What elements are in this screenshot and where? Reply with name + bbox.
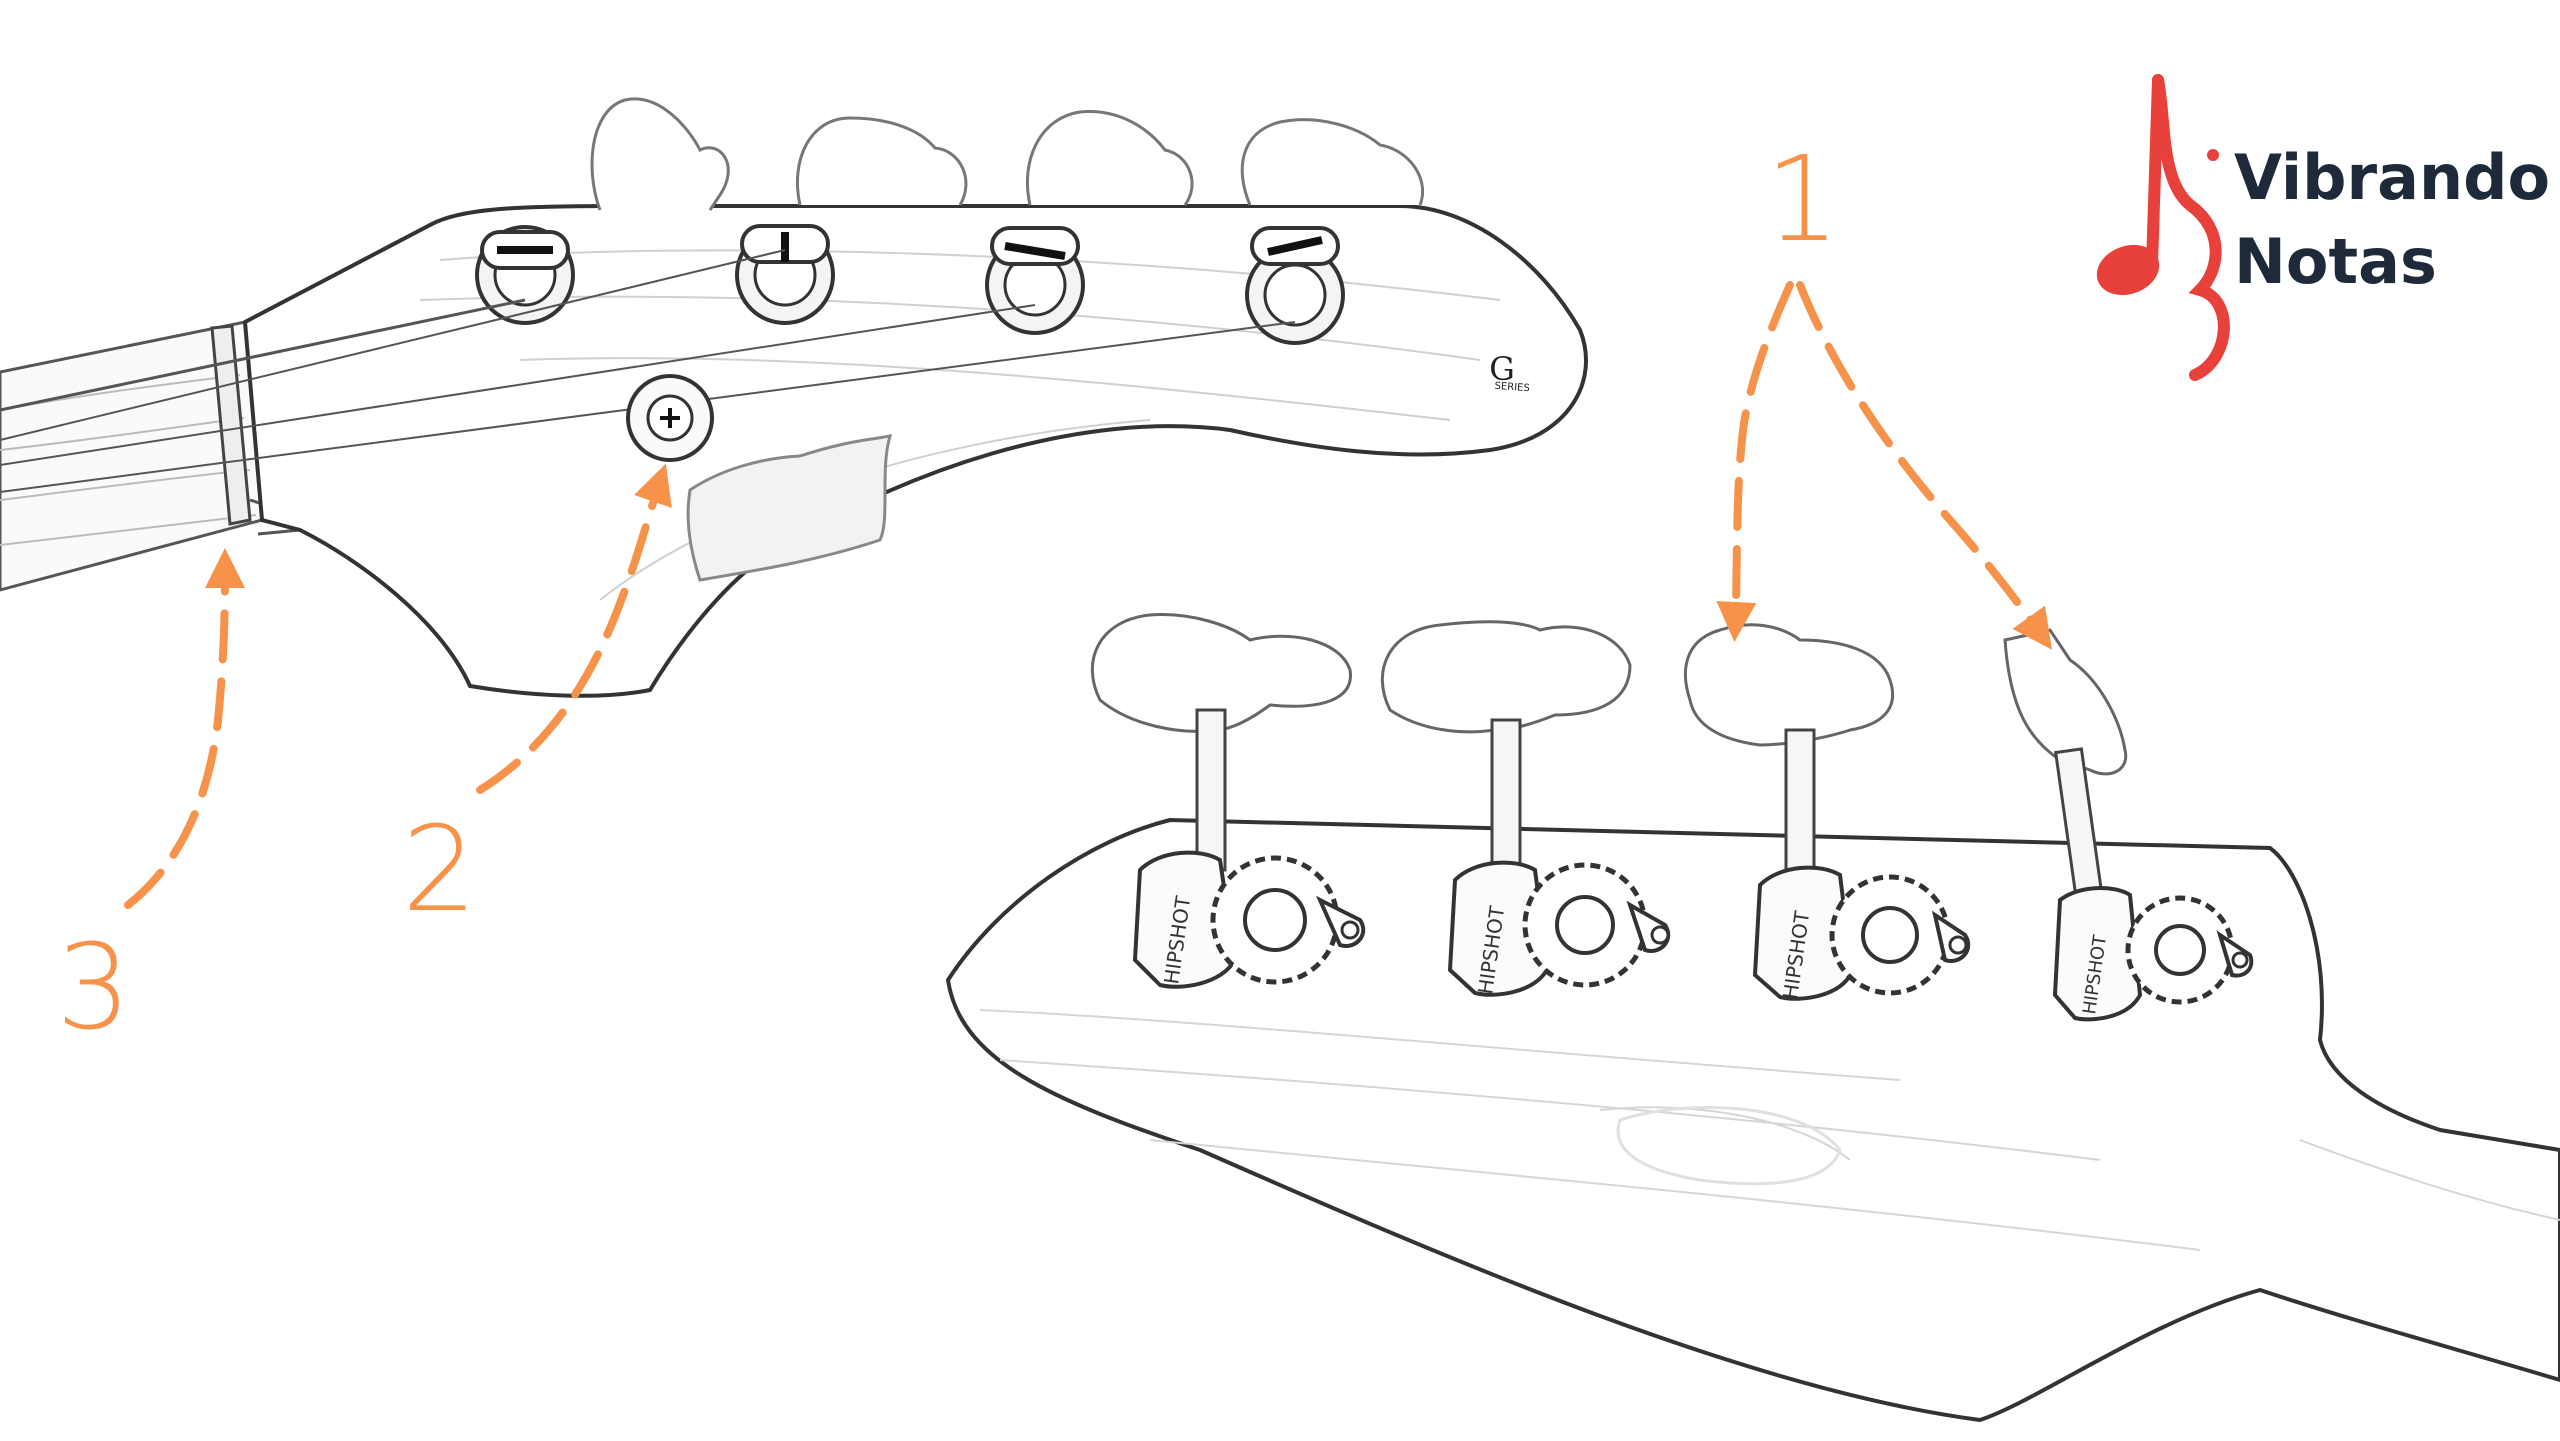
tuner-housing-1 xyxy=(1132,850,1366,989)
music-note-icon xyxy=(2096,74,2230,381)
back-headstock-grain xyxy=(979,1009,2560,1251)
tuner-post-4 xyxy=(1245,226,1345,345)
callout-number-3: 3 xyxy=(56,918,132,1056)
brand-name-line-1: Vibrando xyxy=(2234,141,2551,214)
tuner-key-peek-3 xyxy=(1025,110,1194,206)
tuner-key-4 xyxy=(2003,628,2128,776)
string-2 xyxy=(0,249,786,441)
back-neck-heel xyxy=(1616,1106,1842,1186)
arrow-2 xyxy=(476,463,672,794)
callout-number-2: 2 xyxy=(402,800,478,938)
string-3 xyxy=(0,304,1036,466)
tuner-key-peek-1 xyxy=(590,97,730,211)
nut xyxy=(210,324,252,526)
tuner-key-peek-4 xyxy=(1240,118,1425,206)
string-retainer xyxy=(626,374,714,462)
tuner-shaft-3 xyxy=(1784,728,1816,882)
callout-arrows xyxy=(124,281,2052,909)
tuner-post-3 xyxy=(985,226,1085,335)
truss-rod-cover xyxy=(686,434,893,582)
back-headstock xyxy=(945,613,2560,1423)
tuner-housing-4 xyxy=(2052,886,2254,1022)
headstock-logo-subtext: SERIES xyxy=(1494,381,1530,394)
brand-name-line-2: Notas xyxy=(2234,225,2437,298)
headstock-grain xyxy=(419,249,1501,601)
headstock-logo: G xyxy=(1489,350,1515,388)
front-headstock xyxy=(0,97,1588,698)
arrow-1-right xyxy=(1796,281,2052,650)
callout-number-1: 1 xyxy=(1765,130,1841,268)
tuner-key-2 xyxy=(1380,620,1632,734)
string-1 xyxy=(0,298,526,412)
fretboard-wood-lines xyxy=(0,374,257,546)
tuner-key-3 xyxy=(1683,623,1895,747)
tuner-post-1 xyxy=(475,225,575,325)
tuner-shaft-1 xyxy=(1195,708,1227,872)
tuner-key-peek-2 xyxy=(795,116,968,206)
tuner-post-2 xyxy=(735,224,835,325)
arrow-1-left xyxy=(1716,281,1794,642)
arrow-3 xyxy=(124,548,245,909)
tuner-housing-2 xyxy=(1447,860,1671,997)
tuner-housing-3 xyxy=(1752,865,1971,1001)
headstock-body xyxy=(242,204,1588,698)
brand-logo-text: Vibrando Notas xyxy=(2234,136,2550,304)
tuner-shaft-2 xyxy=(1490,718,1522,872)
